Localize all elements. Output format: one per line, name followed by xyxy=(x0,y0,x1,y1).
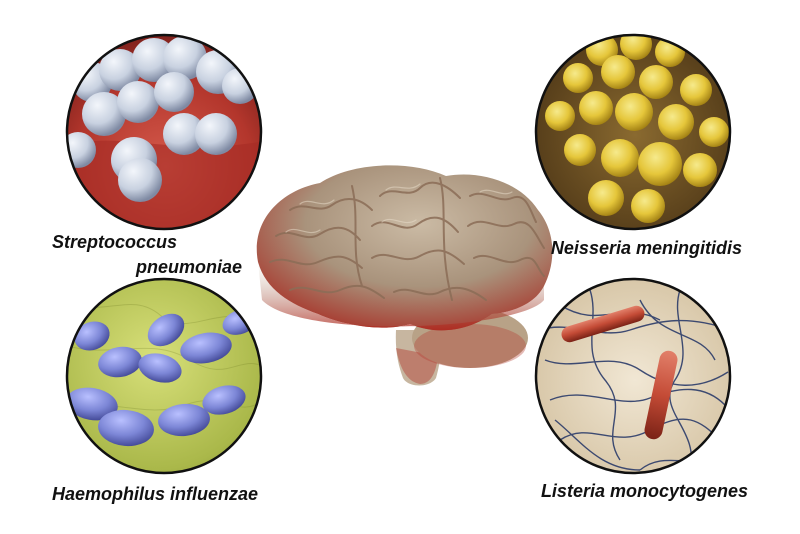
neisseria-meningitidis-image xyxy=(534,33,732,231)
listeria-monocytogenes-image xyxy=(534,277,732,475)
streptococcus-pneumoniae-image xyxy=(65,33,263,231)
label-streptococcus-line1: Streptococcus xyxy=(52,232,178,252)
brain-image xyxy=(256,165,553,386)
haemophilus-influenzae-image xyxy=(65,277,263,475)
label-streptococcus-line2: pneumoniae xyxy=(135,257,242,277)
label-neisseria: Neisseria meningitidis xyxy=(550,238,742,258)
label-listeria: Listeria monocytogenes xyxy=(540,481,748,501)
label-haemophilus: Haemophilus influenzae xyxy=(52,484,259,504)
